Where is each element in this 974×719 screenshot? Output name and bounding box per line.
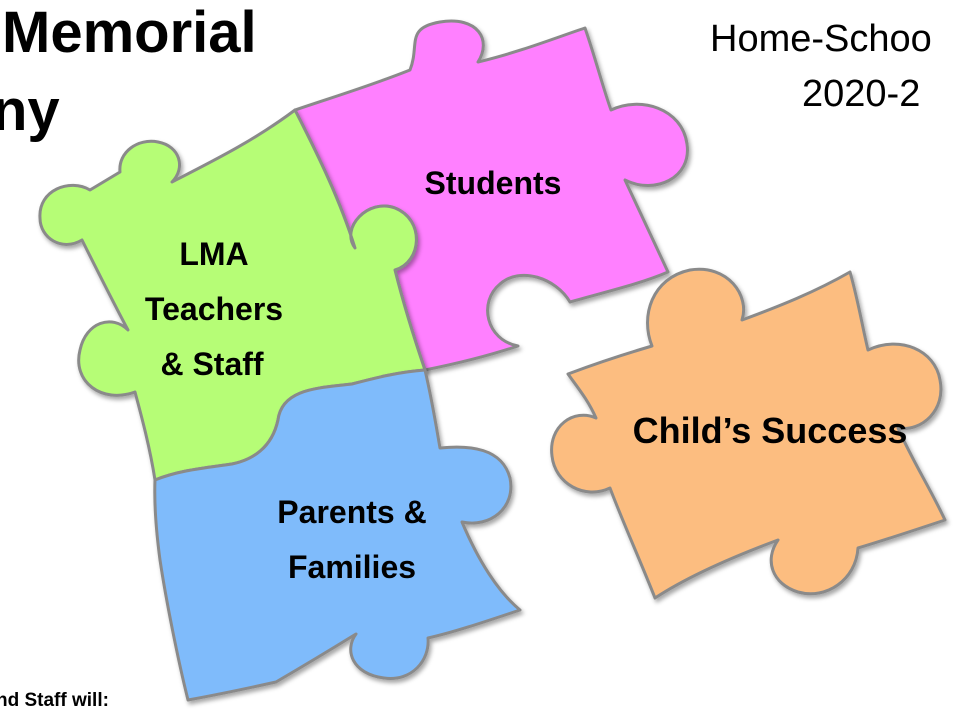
teachers-label-line-3: & Staff — [160, 346, 263, 382]
parents-label-line-1: Parents & — [277, 494, 426, 530]
students-label: Students — [425, 165, 562, 201]
section-heading-fragment: nd Staff will: — [0, 690, 109, 711]
page-title-line-1: Memorial — [2, 0, 257, 65]
page-title-line-2: ny — [0, 78, 60, 143]
parents-label-line-2: Families — [288, 549, 416, 585]
success-label: Child’s Success — [633, 410, 908, 451]
teachers-label-line-2: Teachers — [145, 291, 283, 327]
page-subtitle-line-1: Home-Schoo — [710, 18, 932, 60]
parents-puzzle-piece — [153, 368, 522, 702]
teachers-label-line-1: LMA — [179, 236, 248, 272]
page-subtitle-line-2: 2020-2 — [802, 73, 921, 115]
success-puzzle-piece — [550, 267, 947, 600]
